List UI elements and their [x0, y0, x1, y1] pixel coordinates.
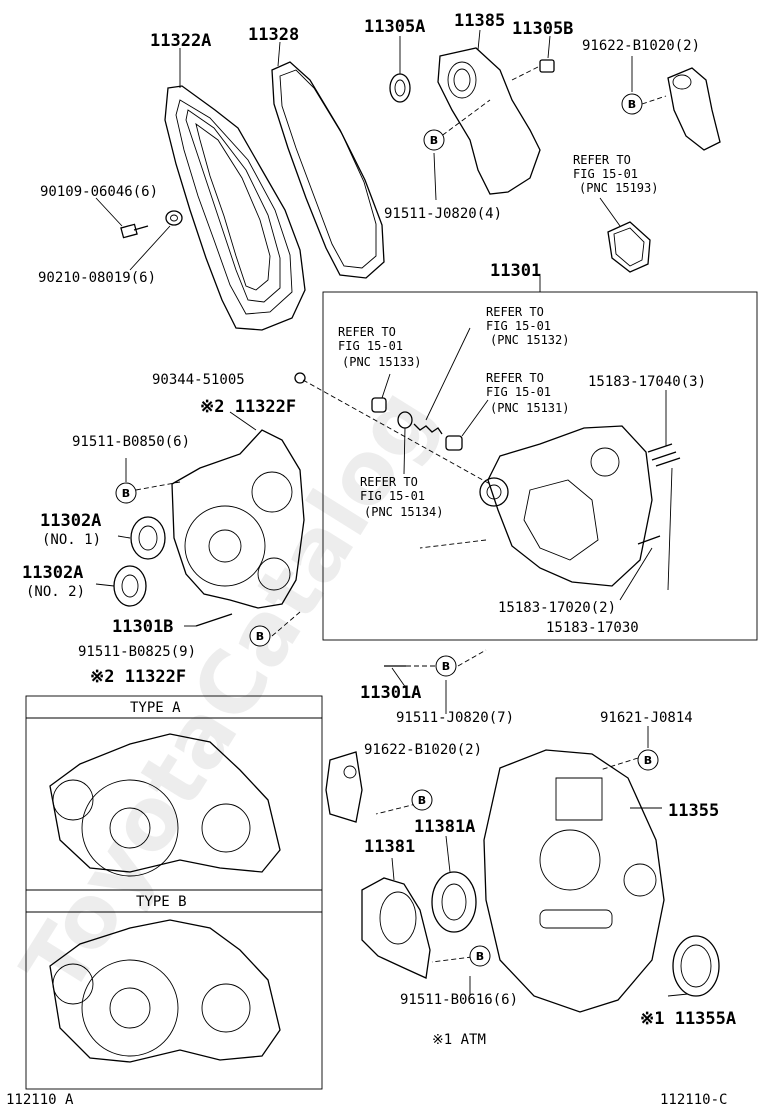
refer-15133-line2[interactable]: FIG 15-01	[338, 339, 403, 353]
label-11328[interactable]: 11328	[248, 25, 299, 45]
footnote-atm: ※1 ATM	[432, 1032, 486, 1048]
label-91622-b1020-lower[interactable]: 91622-B1020(2)	[364, 742, 482, 758]
bracket-91622-top-drawing[interactable]	[667, 67, 721, 151]
refer-15134-line2[interactable]: FIG 15-01	[360, 489, 425, 503]
nut-drawing[interactable]	[165, 210, 183, 226]
svg-text:B: B	[418, 794, 426, 807]
bubble-b-7: B	[411, 789, 433, 811]
timing-cover-drawing[interactable]	[164, 85, 306, 331]
seal-11302a-no1-drawing[interactable]	[130, 516, 166, 560]
seal-11355a-drawing[interactable]	[672, 935, 720, 997]
svg-text:B: B	[628, 98, 636, 111]
bubble-b-3: B	[115, 482, 137, 504]
label-11305b[interactable]: 11305B	[512, 19, 573, 39]
bubble-b-5: B	[435, 655, 457, 677]
seal-11302a-no2-drawing[interactable]	[113, 565, 147, 607]
type-b-gasket-drawing[interactable]	[49, 919, 281, 1063]
label-11322a[interactable]: 11322A	[150, 31, 211, 51]
oil-pump-assembly-drawing[interactable]	[479, 425, 653, 587]
refer-15193-line1: REFER TO	[573, 153, 631, 167]
seal-11305a-drawing[interactable]	[389, 73, 411, 103]
front-cover-11322f-drawing[interactable]	[171, 429, 305, 609]
bracket-91622-lower-drawing[interactable]	[325, 751, 363, 823]
refer-15134-line1: REFER TO	[360, 475, 418, 489]
stud-11301b-drawing[interactable]	[195, 613, 233, 627]
refer-15193-line3: (PNC 15193)	[579, 181, 658, 195]
refer-15131-line1: REFER TO	[486, 371, 544, 385]
label-91511-b0616[interactable]: 91511-B0616(6)	[400, 992, 518, 1008]
label-91511-b0850[interactable]: 91511-B0850(6)	[72, 434, 190, 450]
refer-15132-line1: REFER TO	[486, 305, 544, 319]
cover-11385-drawing[interactable]	[437, 47, 541, 195]
bubble-b-8: B	[469, 945, 491, 967]
svg-text:B: B	[430, 134, 438, 147]
label-11355[interactable]: 11355	[668, 801, 719, 821]
figure-id-right: 112110-C	[660, 1092, 727, 1108]
label-15183-17040[interactable]: 15183-17040(3)	[588, 374, 706, 390]
label-91511-j0820-4[interactable]: 91511-J0820(4)	[384, 206, 502, 222]
type-a-header: TYPE A	[130, 700, 181, 716]
bolt-drawing[interactable]	[120, 223, 149, 239]
seal-11381a-drawing[interactable]	[431, 871, 477, 933]
label-91622-b1020-top[interactable]: 91622-B1020(2)	[582, 38, 700, 54]
label-91511-b0825[interactable]: 91511-B0825(9)	[78, 644, 196, 660]
refer-15133-line3: (PNC 15133)	[342, 355, 421, 369]
label-11301a[interactable]: 11301A	[360, 683, 421, 703]
label-90210-08019[interactable]: 90210-08019(6)	[38, 270, 156, 286]
label-15183-17020[interactable]: 15183-17020(2)	[498, 600, 616, 616]
label-11302a-no2-note: (NO. 2)	[26, 584, 85, 600]
refer-15131-line2[interactable]: FIG 15-01	[486, 385, 551, 399]
svg-text:B: B	[476, 950, 484, 963]
figure-id-left: 112110 A	[6, 1092, 74, 1108]
stud-15183-17040-drawing[interactable]	[647, 443, 681, 467]
label-11381a[interactable]: 11381A	[414, 817, 475, 837]
refer-15132-line3: (PNC 15132)	[490, 333, 569, 347]
label-11355a[interactable]: ※1 11355A	[640, 1009, 736, 1029]
bubble-b-2: B	[423, 129, 445, 151]
refer-15134-line3: (PNC 15134)	[364, 505, 443, 519]
label-90344-51005[interactable]: 90344-51005	[152, 372, 245, 388]
plug-90344-drawing[interactable]	[294, 372, 306, 384]
oring-15193-drawing[interactable]	[607, 221, 651, 273]
label-91511-j0820-7[interactable]: 91511-J0820(7)	[396, 710, 514, 726]
label-11301[interactable]: 11301	[490, 261, 541, 281]
svg-text:B: B	[644, 754, 652, 767]
retainer-11381-drawing[interactable]	[361, 877, 431, 979]
label-11322f-variants[interactable]: ※2 11322F	[90, 667, 186, 687]
leader-lines	[95, 29, 689, 997]
refer-15193-line2[interactable]: FIG 15-01	[573, 167, 638, 181]
type-b-header: TYPE B	[136, 894, 187, 910]
label-11302a-no1[interactable]: 11302A	[40, 511, 101, 531]
svg-text:B: B	[442, 660, 450, 673]
svg-text:B: B	[256, 630, 264, 643]
label-11302a-no2[interactable]: 11302A	[22, 563, 83, 583]
refer-15133-line1: REFER TO	[338, 325, 396, 339]
end-plate-11355-drawing[interactable]	[483, 749, 665, 1013]
label-91621-j0814[interactable]: 91621-J0814	[600, 710, 693, 726]
label-11302a-no1-note: (NO. 1)	[42, 532, 101, 548]
bubble-b-1: B	[621, 93, 643, 115]
plug-11305b-drawing[interactable]	[539, 59, 555, 73]
stud-15183-17020-drawing[interactable]	[637, 535, 661, 545]
cover-gasket-drawing[interactable]	[271, 61, 385, 279]
bubble-b-4: B	[249, 625, 271, 647]
type-variants-box	[25, 695, 323, 1090]
svg-text:B: B	[122, 487, 130, 500]
label-90109-06046[interactable]: 90109-06046(6)	[40, 184, 158, 200]
refer-15132-line2[interactable]: FIG 15-01	[486, 319, 551, 333]
label-11301b[interactable]: 11301B	[112, 617, 173, 637]
type-a-gasket-drawing[interactable]	[49, 733, 281, 877]
label-11385[interactable]: 11385	[454, 11, 505, 31]
label-11305a[interactable]: 11305A	[364, 17, 425, 37]
label-11381[interactable]: 11381	[364, 837, 415, 857]
bubble-b-6: B	[637, 749, 659, 771]
refer-15131-line3: (PNC 15131)	[490, 401, 569, 415]
label-15183-17030[interactable]: 15183-17030	[546, 620, 639, 636]
label-11322f-note2[interactable]: ※2 11322F	[200, 397, 296, 417]
